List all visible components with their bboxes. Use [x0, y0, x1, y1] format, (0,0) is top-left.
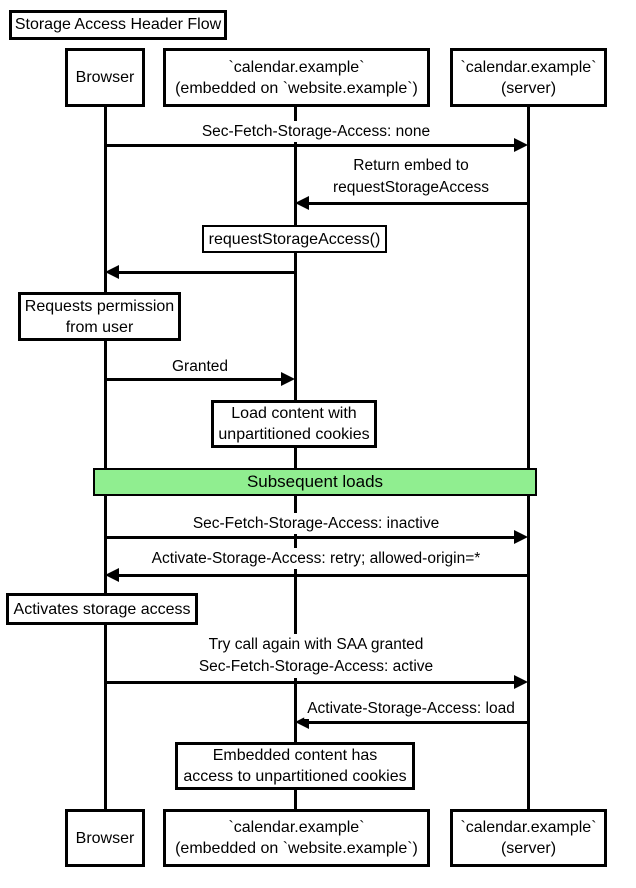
note-line: Embedded content has: [212, 747, 378, 764]
note-line: Activates storage access: [13, 600, 191, 618]
message-2-label-line2: requestStorageAccess: [333, 179, 489, 196]
arrowhead-left-icon: [295, 196, 309, 210]
message-4-label: Granted: [168, 356, 232, 377]
message-1-label: Sec-Fetch-Storage-Access: none: [198, 121, 434, 142]
participant-embed-top: `calendar.example` (embedded on `website…: [163, 48, 430, 107]
participant-server-top: `calendar.example` (server): [450, 48, 607, 107]
message-3-arrow: [118, 270, 295, 274]
message-4-arrow: [105, 377, 282, 381]
participant-label: `calendar.example`: [460, 58, 597, 76]
note-line: Requests permission: [24, 297, 175, 315]
lifeline-server: [526, 107, 530, 809]
note-line: unpartitioned cookies: [218, 426, 370, 443]
message-1-arrow: [105, 143, 515, 147]
message-6-arrow: [118, 573, 528, 577]
participant-server-bottom: `calendar.example` (server): [450, 809, 607, 867]
participant-label: Browser: [75, 829, 135, 847]
lifeline-browser: [103, 107, 107, 809]
participant-label: Browser: [75, 69, 135, 86]
message-2-label: Return embed to requestStorageAccess: [330, 155, 492, 199]
participant-label: (server): [500, 79, 557, 97]
participant-label: (server): [500, 840, 557, 857]
message-6-label: Activate-Storage-Access: retry; allowed-…: [148, 548, 484, 569]
note-embedded-content-access: Embedded content has access to unpartiti…: [175, 742, 415, 790]
message-3-label: requestStorageAccess(): [208, 230, 381, 248]
note-activates-storage-access: Activates storage access: [6, 593, 198, 625]
participant-label: `calendar.example`: [460, 819, 597, 836]
participant-label: (embedded on `website.example`): [175, 840, 418, 857]
participant-embed-bottom: `calendar.example` (embedded on `website…: [163, 809, 430, 867]
diagram-title: Storage Access Header Flow: [9, 10, 227, 40]
arrowhead-right-icon: [514, 530, 528, 544]
participant-browser-bottom: Browser: [65, 809, 145, 867]
message-7-label-line2: Sec-Fetch-Storage-Access: active: [198, 658, 434, 675]
message-7-arrow: [105, 680, 515, 684]
arrowhead-left-icon: [105, 265, 119, 279]
message-2-label-line1: Return embed to: [353, 157, 469, 174]
arrowhead-right-icon: [514, 675, 528, 689]
participant-label: (embedded on `website.example`): [175, 79, 418, 97]
arrowhead-right-icon: [514, 138, 528, 152]
arrowhead-right-icon: [281, 372, 295, 386]
note-requests-permission: Requests permission from user: [18, 292, 181, 341]
diagram-title-text: Storage Access Header Flow: [14, 16, 222, 33]
lifeline-embed: [293, 107, 297, 809]
message-5-arrow: [105, 535, 515, 539]
message-2-arrow: [308, 201, 528, 205]
message-5-label: Sec-Fetch-Storage-Access: inactive: [189, 513, 443, 534]
note-line: Load content with: [231, 405, 357, 422]
participant-label: `calendar.example`: [228, 819, 365, 836]
message-8-label: Activate-Storage-Access: load: [304, 698, 518, 719]
note-line: access to unpartitioned cookies: [183, 768, 407, 785]
message-7-label: Try call again with SAA granted Sec-Fetc…: [195, 634, 437, 678]
message-3-label-box: requestStorageAccess(): [202, 225, 387, 253]
note-load-content: Load content with unpartitioned cookies: [211, 400, 377, 448]
note-line: from user: [65, 318, 134, 336]
section-label: Subsequent loads: [246, 472, 384, 491]
section-subsequent-loads: Subsequent loads: [93, 468, 537, 496]
participant-label: `calendar.example`: [228, 58, 365, 76]
participant-browser-top: Browser: [65, 48, 145, 107]
message-7-label-line1: Try call again with SAA granted: [208, 636, 424, 653]
arrowhead-left-icon: [105, 568, 119, 582]
message-8-arrow: [308, 720, 528, 724]
